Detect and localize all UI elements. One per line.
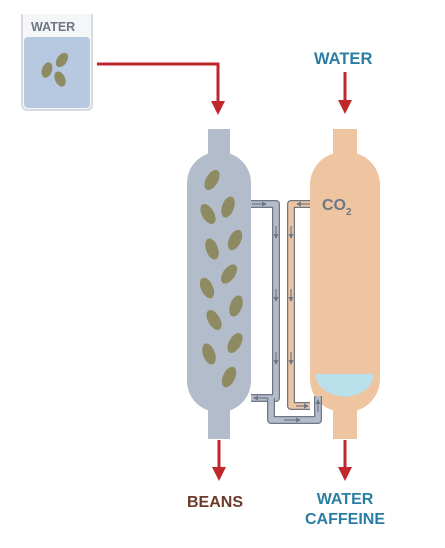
beaker-feed-arrow [97, 62, 225, 115]
water-caffeine-output-arrow [338, 440, 352, 481]
water-beaker: WATER [21, 14, 93, 111]
absorption-vessel-body [310, 152, 380, 412]
coffee-bean [206, 310, 222, 330]
caffeine-output-label: CAFFEINE [305, 511, 385, 528]
beaker-beans [41, 52, 69, 87]
coffee-bean [199, 277, 215, 299]
coffee-bean [204, 170, 220, 190]
coffee-bean [221, 196, 235, 218]
gray-pipe [251, 200, 280, 402]
co2-pipe [287, 200, 310, 410]
co2-label: CO2 [322, 197, 352, 218]
coffee-bean [227, 333, 243, 353]
flow-arrows [252, 201, 321, 423]
coffee-bean [229, 295, 243, 317]
caffeine-water-reservoir [315, 374, 374, 397]
extraction-vessel-body [187, 152, 251, 412]
coffee-beans [199, 170, 243, 388]
water-output-label: WATER [317, 491, 374, 508]
coffee-bean [202, 343, 216, 365]
beans-output-arrow [212, 440, 226, 481]
coffee-bean [221, 366, 237, 388]
absorption-vessel [310, 129, 380, 439]
coffee-bean [221, 264, 237, 284]
coffee-bean [205, 238, 219, 260]
water-input-arrow [338, 72, 352, 114]
connecting-pipes [251, 200, 322, 424]
coffee-bean [227, 229, 243, 251]
beaker-label: WATER [31, 20, 75, 34]
coffee-bean [200, 204, 216, 224]
water-input-label: WATER [314, 50, 372, 68]
beans-output-label: BEANS [187, 494, 243, 511]
